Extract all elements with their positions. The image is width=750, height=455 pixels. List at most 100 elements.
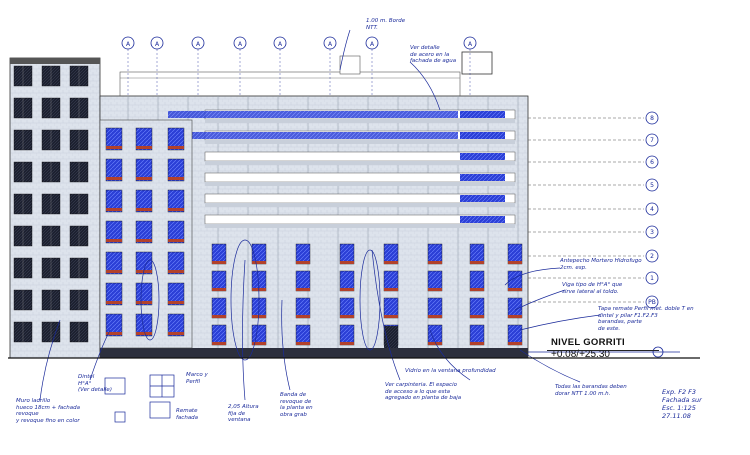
note-right-1: Antepecho Mortero Hidrofugo 2cm. esp. [560, 258, 642, 271]
window-sill [168, 301, 184, 304]
bay-window [105, 158, 123, 182]
axis-label: A [278, 41, 283, 48]
window-sill [212, 315, 226, 318]
window-sill [168, 146, 184, 149]
window-sill [136, 239, 152, 242]
bay-window [105, 220, 123, 244]
floor-circle [645, 133, 659, 147]
note-bottom-7: Vidrio en la ventana profundidad [405, 368, 496, 374]
floor-circle [645, 155, 659, 169]
bay-window [105, 189, 123, 213]
window-sill [508, 261, 522, 264]
window-sill [470, 342, 484, 345]
note-bottom-8: Ver carpinteria. El espacio de acceso a … [385, 382, 462, 401]
axis-label: A [196, 41, 201, 48]
window-sill [106, 146, 122, 149]
window-sill [296, 315, 310, 318]
left-bay [99, 119, 193, 349]
window-sill [296, 261, 310, 264]
floor-number: 3 [650, 229, 654, 236]
bay-window [135, 251, 153, 275]
window-sill [168, 177, 184, 180]
slab-edge [205, 182, 515, 186]
note-top-a: 1.00 m. Borde NTT. [366, 18, 406, 31]
window-sill [340, 315, 354, 318]
axis-label: A [370, 41, 375, 48]
detail-sketches [104, 374, 175, 423]
note-bottom-5: 2,05 Altura fija de ventana [228, 404, 259, 423]
floor-number: 5 [650, 182, 654, 189]
floor-circle [645, 295, 659, 309]
floor-circle [645, 178, 659, 192]
window-sill [136, 208, 152, 211]
floor-number: PB [648, 299, 656, 306]
window-sill [136, 146, 152, 149]
floor-circle [645, 225, 659, 239]
bay-window [167, 127, 185, 151]
slab-edge [205, 161, 515, 165]
window-sill [296, 288, 310, 291]
floor-number: 2 [650, 253, 654, 260]
terrace-glass [460, 195, 505, 202]
window-sill [252, 342, 266, 345]
note-bottom-2: Dintel H°A° (Ver detalle) [78, 374, 112, 393]
floor-number: 4 [650, 206, 654, 213]
window-sill [168, 332, 184, 335]
window-sill [106, 239, 122, 242]
note-right-3: Tapa remate Perfil met. doble T en dinte… [598, 306, 694, 332]
note-bottom-3: Marco y Perfil [186, 372, 208, 385]
bay-window [135, 220, 153, 244]
note-bottom-6: Banda de revoque de la planta en obra gr… [280, 392, 313, 418]
note-bottom-9: Todas las barandas deben dorar NTT 1.00 … [555, 384, 627, 397]
bay-window [105, 127, 123, 151]
window-sill [384, 315, 398, 318]
axis-label: A [238, 41, 243, 48]
window-sill [428, 261, 442, 264]
window-sill [168, 239, 184, 242]
slab-edge [205, 140, 515, 144]
window-sill [428, 288, 442, 291]
window-sill [384, 288, 398, 291]
window-sill [212, 261, 226, 264]
window-sill [252, 315, 266, 318]
bay-window [105, 282, 123, 306]
window-sill [106, 270, 122, 273]
bay-window [167, 251, 185, 275]
level-rule [547, 350, 659, 351]
note-bottom-1: Muro ladrillo hueco 18cm + fachada revoq… [16, 398, 81, 424]
window-sill [384, 261, 398, 264]
window-sill [508, 288, 522, 291]
bay-window [135, 158, 153, 182]
floor-number: 8 [650, 115, 654, 122]
bay-window [135, 189, 153, 213]
bay-window [135, 282, 153, 306]
window-sill [136, 177, 152, 180]
terrace-glass [460, 132, 505, 139]
bay-window [135, 127, 153, 151]
slab-edge [205, 224, 515, 228]
floor-circle [645, 249, 659, 263]
window-sill [340, 288, 354, 291]
slab-edge [205, 119, 515, 123]
bay-window [167, 313, 185, 337]
level-elevation: +0.08/+25.30 [551, 349, 610, 360]
window-sill [428, 315, 442, 318]
window-sill [106, 332, 122, 335]
terrace-glass [460, 216, 505, 223]
terrace-glass [460, 111, 505, 118]
bay-window [167, 158, 185, 182]
floor-number: 6 [650, 159, 654, 166]
level-name: NIVEL GORRITI [551, 337, 625, 348]
window-sill [106, 301, 122, 304]
window-sill [470, 288, 484, 291]
note-top-b: Ver detalle de acero en la fachada de ag… [410, 45, 457, 64]
axis-label: A [468, 41, 473, 48]
floor-circle [645, 202, 659, 216]
window-sill [428, 342, 442, 345]
bay-window [105, 251, 123, 275]
floor-circle [645, 271, 659, 285]
left-tower [9, 57, 101, 359]
